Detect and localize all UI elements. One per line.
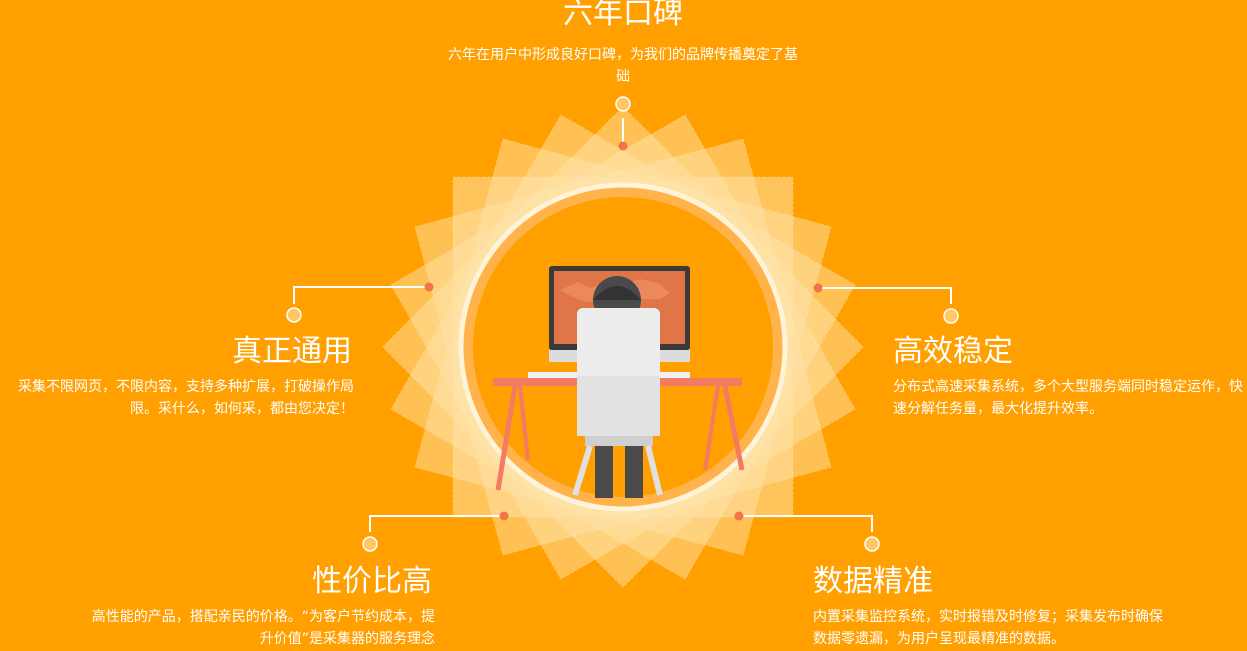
connector-dots	[424, 141, 823, 521]
feature-title-accurate: 数据精准	[813, 564, 933, 599]
ring-marker-icons	[286, 96, 959, 552]
feature-desc-accurate: 内置采集监控系统，实时报错及时修复；采集发布时确保数据零遗漏，为用户呈现最精准的…	[813, 609, 1163, 647]
feature-title-reputation: 六年口碑	[563, 0, 683, 31]
feature-title-value: 性价比高	[312, 564, 432, 599]
feature-title-general: 真正通用	[232, 334, 352, 369]
person-at-desk-illustration	[493, 266, 745, 498]
feature-title-stable: 高效稳定	[893, 334, 1013, 369]
feature-desc-general: 采集不限网页，不限内容，支持多种扩展，打破操作局限。采什么，如何采，都由您决定！	[18, 379, 354, 417]
feature-desc-value: 高性能的产品，搭配亲民的价格。“为客户节约成本，提升价值”是采集器的服务理念	[91, 609, 435, 647]
feature-desc-reputation: 六年在用户中形成良好口碑，为我们的品牌传播奠定了基础	[448, 47, 798, 85]
connector-lines	[293, 118, 952, 532]
feature-desc-stable: 分布式高速采集系统，多个大型服务端同时稳定运作，快速分解任务量，最大化提升效率。	[893, 379, 1243, 417]
